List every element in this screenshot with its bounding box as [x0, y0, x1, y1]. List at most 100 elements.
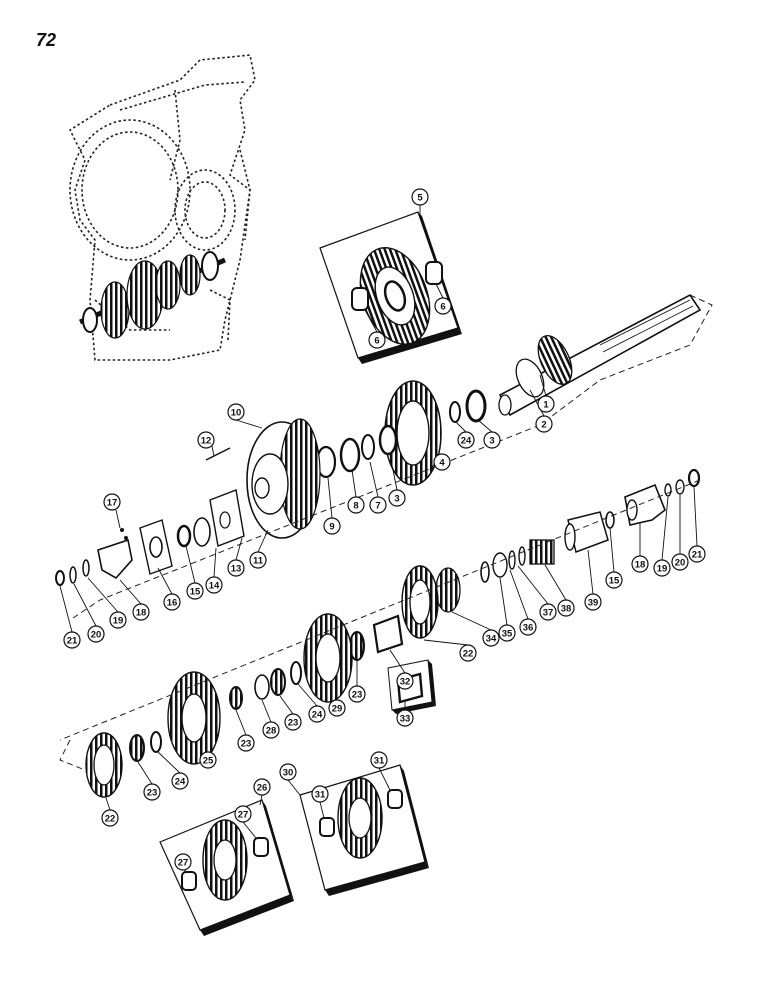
callout-circle — [653, 559, 671, 577]
bearing-3 — [465, 389, 487, 423]
callout-circle — [308, 705, 326, 723]
callout-24: 24 — [171, 772, 189, 790]
callout-21: 21 — [63, 631, 81, 649]
callout-circle — [498, 624, 516, 642]
bearing-8 — [339, 437, 361, 473]
callout-label: 20 — [675, 557, 686, 568]
callout-label: 20 — [91, 629, 102, 640]
callout-circle — [368, 331, 386, 349]
yoke-18 — [97, 538, 133, 580]
callout-20: 20 — [87, 625, 105, 643]
callout-10: 10 — [227, 403, 245, 421]
bearing-3b — [378, 424, 398, 456]
callout-circle — [253, 778, 271, 796]
callout-label: 23 — [288, 717, 299, 728]
callout-25: 25 — [199, 751, 217, 769]
callout-label: 33 — [400, 713, 411, 724]
callout-33: 33 — [396, 709, 414, 727]
callout-31: 31 — [370, 751, 388, 769]
callout-16: 16 — [163, 593, 181, 611]
callout-5: 5 — [411, 188, 429, 206]
callout-27: 27 — [174, 853, 192, 871]
callout-label: 29 — [332, 703, 343, 714]
callout-14: 14 — [205, 576, 223, 594]
callout-label: 10 — [231, 407, 242, 418]
callout-36: 36 — [519, 618, 537, 636]
callout-24: 24 — [308, 705, 326, 723]
callout-circle — [584, 593, 602, 611]
callout-label: 23 — [352, 689, 363, 700]
inset-box-30 — [299, 764, 429, 896]
callout-circle — [197, 431, 215, 449]
callout-28: 28 — [262, 721, 280, 739]
callout-label: 5 — [417, 192, 423, 203]
callout-31: 31 — [311, 785, 329, 803]
callout-circle — [396, 672, 414, 690]
bearing-23c — [229, 686, 243, 710]
callout-24: 24 — [457, 431, 475, 449]
callout-19: 19 — [653, 559, 671, 577]
callout-30: 30 — [279, 763, 297, 781]
washer-24 — [449, 401, 461, 423]
callout-label: 27 — [178, 857, 189, 868]
callout-label: 21 — [692, 549, 703, 560]
callout-circle — [631, 555, 649, 573]
callout-circle — [370, 751, 388, 769]
callout-circle — [284, 713, 302, 731]
callout-7: 7 — [369, 496, 387, 514]
callout-circle — [199, 751, 217, 769]
callout-circle — [63, 631, 81, 649]
callout-label: 31 — [374, 755, 385, 766]
callout-circle — [205, 576, 223, 594]
lower-left-cluster — [85, 671, 221, 798]
callout-3: 3 — [483, 431, 501, 449]
bolt-12 — [205, 447, 231, 461]
callout-circle — [433, 453, 451, 471]
callout-circle — [227, 559, 245, 577]
callout-label: 3 — [489, 435, 494, 446]
callout-label: 14 — [209, 580, 220, 591]
callout-3: 3 — [388, 489, 406, 507]
bushing-33-inset — [387, 659, 436, 714]
callout-circle — [457, 431, 475, 449]
callout-23: 23 — [284, 713, 302, 731]
callout-circle — [186, 582, 204, 600]
callout-label: 2 — [541, 419, 546, 430]
callout-23: 23 — [143, 783, 161, 801]
callout-label: 9 — [329, 521, 334, 532]
callout-label: 32 — [400, 676, 411, 687]
callout-circle — [237, 734, 255, 752]
callout-label: 28 — [266, 725, 277, 736]
callout-circle — [539, 603, 557, 621]
callout-label: 7 — [375, 500, 380, 511]
transmission-housing-outline — [68, 54, 256, 361]
callout-label: 8 — [353, 500, 358, 511]
callout-34: 34 — [482, 629, 500, 647]
callout-circle — [101, 809, 119, 827]
callout-circle — [519, 618, 537, 636]
callout-23: 23 — [237, 734, 255, 752]
callout-circle — [132, 603, 150, 621]
callout-8: 8 — [347, 496, 365, 514]
callout-22: 22 — [101, 809, 119, 827]
callout-circle — [109, 611, 127, 629]
callout-label: 6 — [440, 301, 445, 312]
callout-label: 30 — [283, 767, 294, 778]
callout-circle — [537, 395, 555, 413]
callout-4: 4 — [433, 453, 451, 471]
housing-gear-cluster — [79, 251, 226, 339]
callout-23: 23 — [348, 685, 366, 703]
callout-circle — [348, 685, 366, 703]
callout-circle — [434, 297, 452, 315]
assembly-dashed-lines — [59, 294, 713, 771]
callout-29: 29 — [328, 699, 346, 717]
callout-label: 27 — [238, 809, 249, 820]
callout-circle — [163, 593, 181, 611]
inset-box-5 — [319, 211, 462, 364]
callout-circle — [459, 644, 477, 662]
callout-circle — [311, 785, 329, 803]
bushing-32 — [372, 614, 404, 654]
callout-label: 15 — [609, 575, 620, 586]
callout-circle — [688, 545, 706, 563]
callout-label: 17 — [107, 497, 118, 508]
